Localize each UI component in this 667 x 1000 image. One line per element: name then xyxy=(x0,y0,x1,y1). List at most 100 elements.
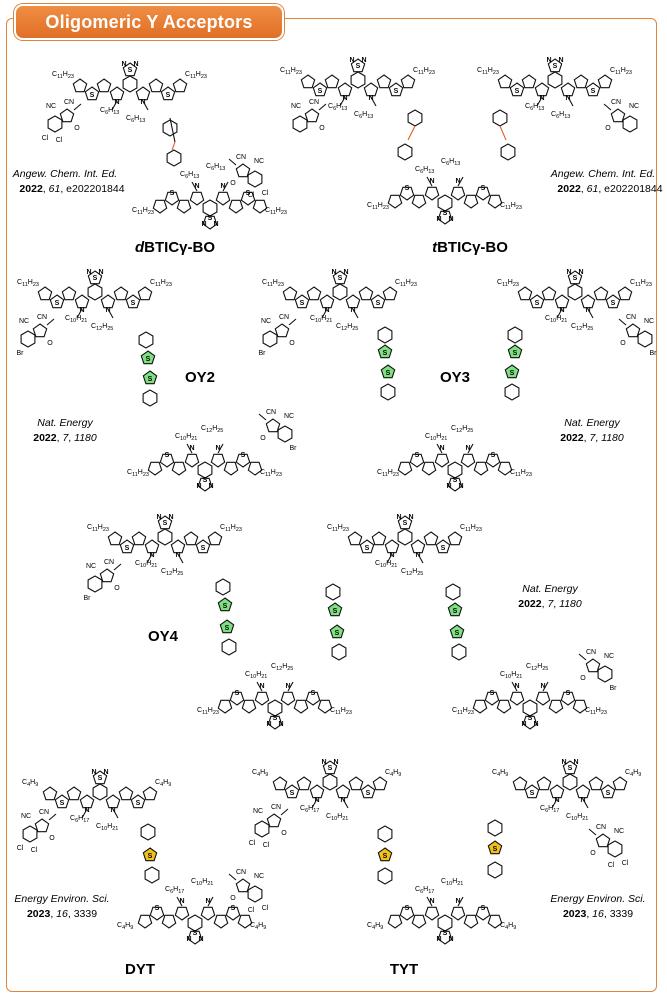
chain-text-part: 13 xyxy=(367,114,373,120)
thiophene-ring xyxy=(84,86,100,101)
sulfur-atom-label: S xyxy=(510,370,515,377)
chain-text-part: C xyxy=(326,813,331,820)
pyrrole-ring xyxy=(363,82,379,97)
chain-text-part: C xyxy=(252,769,257,776)
thiophene-ring xyxy=(42,786,58,801)
exocyclic-bond xyxy=(48,813,57,821)
nitrogen-atom-label: N xyxy=(342,95,347,102)
thiophene-ring xyxy=(597,74,613,89)
chain-text-part: H xyxy=(347,323,352,330)
chain-text-part: H xyxy=(548,805,553,812)
chain-text-part: 12 xyxy=(406,571,412,577)
chain-text-part: H xyxy=(30,779,35,786)
chain-text-part: C xyxy=(367,202,372,209)
n-alkyl-bond xyxy=(567,96,574,107)
chain-text-part: 6 xyxy=(420,169,423,175)
nitrogen-atom-label: N xyxy=(350,307,355,314)
thiophene-ring xyxy=(237,914,253,929)
nitrogen-atom-label: N xyxy=(194,183,199,190)
chain-text-part: H xyxy=(282,663,287,670)
thiophene-linker: S xyxy=(140,350,156,365)
thiophene-linker: S xyxy=(329,624,345,639)
thiophene-ring xyxy=(411,914,427,929)
chain-text-part: C xyxy=(87,524,92,531)
sulfur-atom-label: S xyxy=(148,853,153,860)
thiophene-ring xyxy=(137,286,153,301)
chain-text-part: H xyxy=(173,886,178,893)
benzene-ring xyxy=(47,115,63,133)
chain-text-part: C xyxy=(610,67,615,74)
sulfur-atom-label: S xyxy=(481,905,486,912)
chain-text-part: 11 xyxy=(515,472,521,478)
carbonyl-oxygen-label: O xyxy=(590,850,596,857)
sulfur-atom-label: S xyxy=(273,715,278,722)
thiophene-ring xyxy=(370,294,386,309)
chain-text-part: C xyxy=(197,707,202,714)
nitrogen-atom-label: N xyxy=(121,61,126,68)
sulfur-atom-label: S xyxy=(300,300,305,307)
nitrogen-atom-label: N xyxy=(455,178,460,185)
nitrogen-atom-label: N xyxy=(396,514,401,521)
svg-text:2023, 16, 3339: 2023, 16, 3339 xyxy=(563,908,633,920)
sulfur-atom-label: S xyxy=(60,800,65,807)
sulfur-atom-label: S xyxy=(231,905,236,912)
exocyclic-bond xyxy=(588,828,597,836)
chain-text-part: C xyxy=(540,805,545,812)
phenylene-ring xyxy=(377,825,393,843)
chain-text-part: 25 xyxy=(107,326,113,332)
chain-text-part: H xyxy=(338,524,343,531)
chain-text-part: H xyxy=(488,67,493,74)
chain-text-part: C xyxy=(245,671,250,678)
thiophene-ring xyxy=(485,453,501,468)
n-alkyl-bond xyxy=(222,181,229,192)
alkyl-chain-label: C11H23 xyxy=(377,469,399,478)
alkyl-chain-label: C11H23 xyxy=(510,469,532,478)
chain-text-part: H xyxy=(596,707,601,714)
thiophene-ring xyxy=(300,74,316,89)
thiophene-ring xyxy=(497,74,513,89)
linker-thiophene-ring xyxy=(504,364,520,379)
chain-text-part: C xyxy=(65,315,70,322)
alkyl-chain-label: C11H23 xyxy=(17,279,39,288)
chain-text-part: 9 xyxy=(130,925,133,931)
nitrogen-atom-label: N xyxy=(546,57,551,64)
chain-text-part: C xyxy=(201,425,206,432)
sulfur-atom-label: S xyxy=(163,520,168,527)
chain-text-part: H xyxy=(273,279,278,286)
linker-thiophene-ring xyxy=(449,624,465,639)
chain-text-part: 6 xyxy=(211,166,214,172)
chain-text-part: C xyxy=(500,671,505,678)
reference-natenergy-oy2: Nat. Energy 2022, 7, 1180 xyxy=(33,417,97,444)
chain-text-part: H xyxy=(188,171,193,178)
nitrogen-atom-label: N xyxy=(573,759,578,766)
chain-text-part: C xyxy=(585,707,590,714)
alkyl-chain-label: C10H21 xyxy=(191,878,213,887)
chain-text-part: H xyxy=(577,813,582,820)
chlorine-label: Cl xyxy=(56,137,63,144)
thiophene-linker: S xyxy=(449,624,465,639)
alkyl-chain-label: C11H23 xyxy=(262,279,284,288)
alkyl-chain-label: C6H13 xyxy=(180,171,199,180)
chain-text-part: 10 xyxy=(430,436,436,442)
benzothiadiazole-ring xyxy=(547,71,563,89)
thiophene-ring xyxy=(37,286,53,301)
nitrogen-atom-label: N xyxy=(514,683,519,690)
pyrrole-ring xyxy=(135,86,151,101)
figure-frame xyxy=(6,18,657,992)
n-alkyl-bond xyxy=(467,443,474,454)
phenylene-ring xyxy=(492,109,508,127)
chain-text-part: 11 xyxy=(267,282,273,288)
phenylene-ring xyxy=(162,119,178,137)
indanone-ring xyxy=(34,818,50,833)
exocyclic-bond xyxy=(228,158,237,166)
chain-text-part: C xyxy=(451,425,456,432)
nitrogen-atom-label: N xyxy=(220,183,225,190)
chain-text-part: H xyxy=(375,922,380,929)
chain-text-part: 6 xyxy=(446,161,449,167)
cyano-label: CN xyxy=(279,314,289,321)
